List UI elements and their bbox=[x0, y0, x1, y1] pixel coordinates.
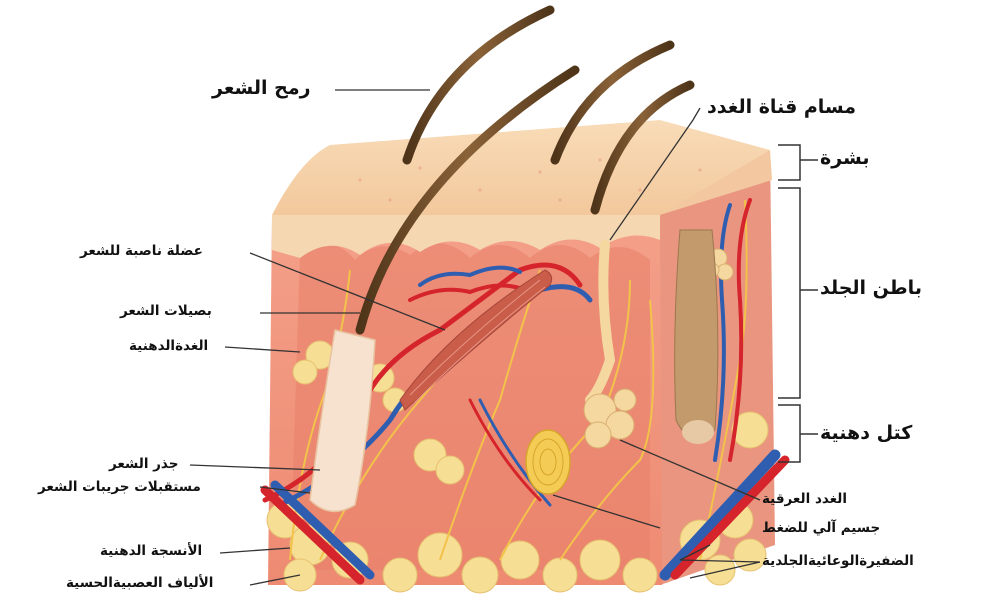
adipose-tissue-label: الأنسجة الدهنية bbox=[100, 545, 202, 559]
layer-brackets bbox=[778, 145, 818, 462]
hair-shaft-label: رمح الشعر bbox=[212, 79, 311, 98]
arrector-pili-label: عضلة ناصبة للشعر bbox=[80, 245, 203, 259]
dermis-label: باطن الجلد bbox=[820, 279, 922, 298]
pacinian-corpuscle bbox=[526, 430, 570, 494]
fat-lobules-label: كتل دهنية bbox=[820, 424, 912, 443]
sweat-glands-label: الغدد العرقية bbox=[762, 493, 847, 507]
hair-follicles-label: بصيلات الشعر bbox=[120, 305, 212, 319]
hair-root-label: جذر الشعر bbox=[109, 458, 178, 472]
sebaceous-gland-label: الغدةالدهنية bbox=[129, 340, 208, 354]
epidermis-label: بشرة bbox=[820, 149, 870, 168]
dermal-vascular-plexus-label: الضفيرةالوعائيةالجلدية bbox=[762, 555, 914, 569]
gland-duct-pore-label: مسام قناة الغدد bbox=[707, 98, 856, 117]
sensory-nerve-fibers-label: الألياف العصبيةالحسية bbox=[66, 577, 213, 591]
follicle-receptors-label: مستقبلات جريبات الشعر bbox=[38, 481, 201, 495]
pressure-corpuscle-label: جسيم آلي للضغط bbox=[762, 522, 880, 536]
